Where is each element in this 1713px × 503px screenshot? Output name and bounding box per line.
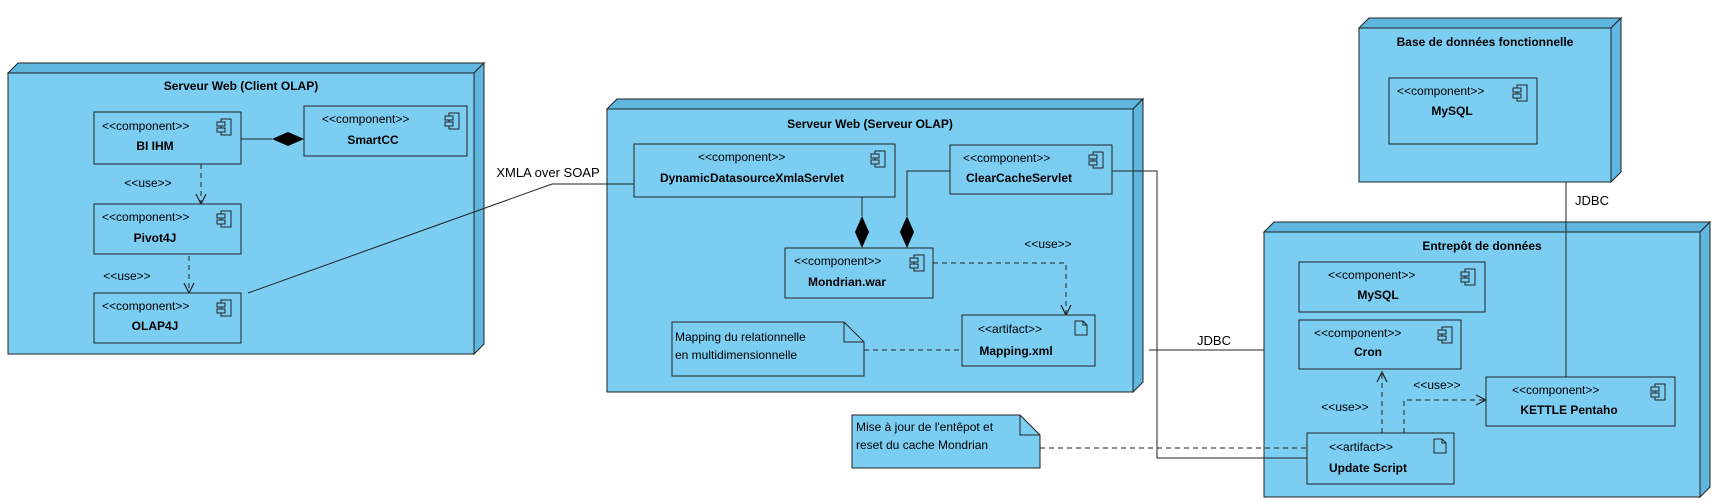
component-icon	[216, 210, 232, 228]
component-stereotype: <<component>>	[794, 254, 881, 268]
jdbc-label: JDBC	[1575, 193, 1609, 208]
component-stereotype: <<component>>	[963, 151, 1050, 165]
component-icon	[870, 150, 886, 168]
component-icon	[216, 118, 232, 136]
node-title: Serveur Web (Client OLAP)	[164, 79, 318, 93]
component-name: DynamicDatasourceXmlaServlet	[660, 171, 844, 185]
component-stereotype: <<component>>	[1328, 268, 1415, 282]
component-kettle[interactable]: <<component>> KETTLE Pentaho	[1485, 376, 1676, 427]
xmla-connector	[247, 183, 634, 294]
artifact-stereotype: <<artifact>>	[978, 322, 1042, 336]
component-mysql-fonctionnelle[interactable]: <<component>> MySQL	[1388, 77, 1538, 145]
component-name: Mondrian.war	[808, 275, 886, 289]
use-dependency	[1403, 400, 1486, 433]
composition-diamond	[900, 216, 914, 248]
component-stereotype: <<component>>	[322, 112, 409, 126]
artifact-name: Mapping.xml	[979, 344, 1052, 358]
artifact-update-script[interactable]: <<artifact>> Update Script	[1306, 432, 1455, 485]
use-label: <<use>>	[1024, 237, 1071, 251]
component-mondrian[interactable]: <<component>> Mondrian.war	[784, 247, 934, 299]
document-icon	[1074, 320, 1088, 336]
component-name: BI IHM	[136, 139, 173, 153]
component-stereotype: <<component>>	[102, 299, 189, 313]
component-stereotype: <<component>>	[1397, 84, 1484, 98]
node-title: Serveur Web (Serveur OLAP)	[787, 117, 953, 131]
use-label: <<use>>	[103, 269, 150, 283]
component-stereotype: <<component>>	[1314, 326, 1401, 340]
component-icon	[444, 112, 460, 130]
component-icon	[1512, 84, 1528, 102]
node-title: Entrepôt de données	[1422, 239, 1542, 253]
component-icon	[1437, 326, 1453, 344]
use-label: <<use>>	[1413, 378, 1460, 392]
use-label: <<use>>	[1321, 400, 1368, 414]
note-line: Mise à jour de l'entêpot et	[856, 420, 994, 434]
note-line: en multidimensionnelle	[675, 348, 797, 362]
node-title: Base de données fonctionnelle	[1397, 35, 1574, 49]
component-name: Cron	[1354, 345, 1382, 359]
xmla-label: XMLA over SOAP	[496, 165, 599, 180]
component-smartcc[interactable]: <<component>> SmartCC	[303, 105, 468, 157]
use-label: <<use>>	[124, 176, 171, 190]
component-name: OLAP4J	[132, 319, 179, 333]
component-name: Pivot4J	[134, 231, 177, 245]
artifact-mapping[interactable]: <<artifact>> Mapping.xml	[961, 314, 1096, 367]
component-cron[interactable]: <<component>> Cron	[1298, 319, 1462, 370]
composition-diamond	[855, 216, 869, 248]
document-icon	[1433, 438, 1447, 454]
composition-line	[906, 170, 950, 216]
component-olap4j[interactable]: <<component>> OLAP4J	[93, 292, 242, 344]
component-mysql-entrepot[interactable]: <<component>> MySQL	[1298, 261, 1486, 313]
component-name: ClearCacheServlet	[966, 171, 1072, 185]
clearcache-to-update-connector	[1112, 170, 1307, 459]
note-line: Mapping du relationnelle	[675, 330, 806, 344]
component-stereotype: <<component>>	[698, 150, 785, 164]
artifact-name: Update Script	[1329, 461, 1407, 475]
component-icon	[1088, 151, 1104, 169]
component-icon	[909, 254, 925, 272]
component-name: MySQL	[1431, 104, 1472, 118]
component-bi-ihm[interactable]: <<component>> BI IHM	[93, 111, 242, 165]
component-icon	[216, 299, 232, 317]
component-name: MySQL	[1357, 288, 1398, 302]
component-icon	[1460, 268, 1476, 286]
component-icon	[1650, 383, 1666, 401]
artifact-stereotype: <<artifact>>	[1329, 440, 1393, 454]
note-line: reset du cache Mondrian	[856, 438, 988, 452]
composition-diamond	[272, 132, 304, 146]
jdbc-label: JDBC	[1197, 333, 1231, 348]
component-stereotype: <<component>>	[1512, 383, 1599, 397]
component-dynamic-servlet[interactable]: <<component>> DynamicDatasourceXmlaServl…	[633, 143, 896, 198]
note-mapping[interactable]: Mapping du relationnelle en multidimensi…	[671, 321, 865, 377]
component-stereotype: <<component>>	[102, 210, 189, 224]
component-pivot4j[interactable]: <<component>> Pivot4J	[93, 203, 242, 255]
component-clearcache[interactable]: <<component>> ClearCacheServlet	[949, 144, 1113, 195]
component-name: SmartCC	[347, 133, 399, 147]
component-name: KETTLE Pentaho	[1520, 403, 1617, 417]
note-update[interactable]: Mise à jour de l'entêpot et reset du cac…	[851, 414, 1041, 469]
component-stereotype: <<component>>	[102, 119, 189, 133]
